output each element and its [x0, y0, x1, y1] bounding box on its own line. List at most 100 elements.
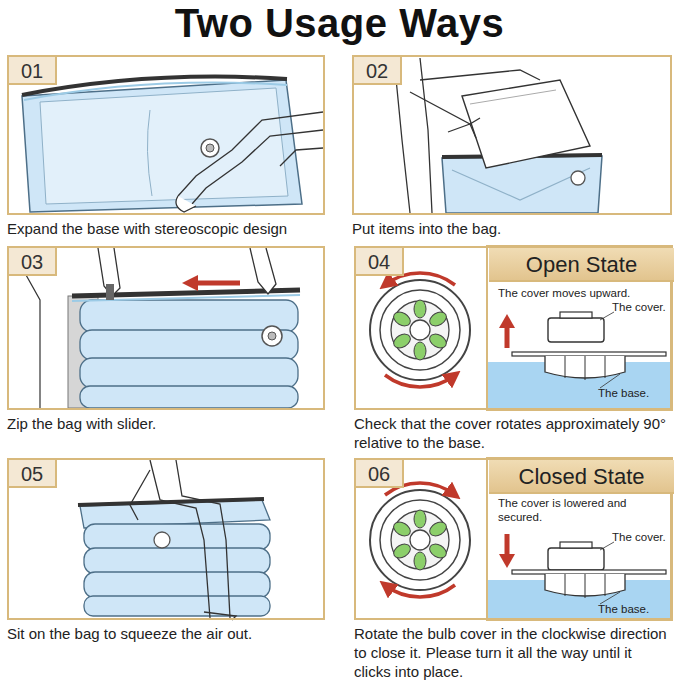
- closed-valve-top-view: [427, 519, 449, 538]
- bag-expanding-scene: [24, 83, 287, 100]
- bag-expanding-scene: [201, 139, 219, 157]
- zipping-scene: [106, 284, 114, 300]
- step-caption: Expand the base with stereoscopic design: [7, 219, 325, 238]
- state-header-band: Closed State: [489, 460, 674, 494]
- sitting-on-bag-scene: [78, 460, 270, 620]
- closed-valve-top-view: [370, 490, 470, 590]
- step-caption: Put items into the bag.: [352, 219, 672, 238]
- filling-bag-scene: [470, 90, 556, 104]
- step-number: 02: [354, 57, 402, 85]
- zipping-scene: [80, 386, 298, 408]
- zipping-scene: [182, 275, 198, 291]
- step-number: 03: [9, 248, 57, 276]
- sitting-on-bag-scene: [176, 460, 230, 618]
- open-valve-top-view: [385, 375, 455, 387]
- open-valve-top-view: [391, 301, 449, 359]
- closed-valve-side-view: [499, 554, 515, 568]
- closed-valve-top-view: [414, 510, 426, 528]
- step-panel: 05Sit on the bag to squeeze the air out.: [7, 458, 325, 620]
- filling-bag-scene: [452, 168, 590, 200]
- filling-bag-scene: [410, 92, 480, 124]
- zipping-scene: [196, 281, 240, 286]
- step-caption: Check that the cover rotates approximate…: [354, 414, 672, 452]
- state-heading: Open State: [489, 248, 674, 282]
- step-number: 05: [9, 460, 57, 488]
- sitting-on-bag-scene: [84, 572, 270, 598]
- part-label: The base.: [598, 386, 668, 400]
- zipping-scene: [262, 326, 282, 346]
- closed-valve-top-view: [380, 500, 460, 580]
- filling-bag-scene: [462, 80, 590, 168]
- bag-expanding-scene: [176, 196, 196, 212]
- filling-bag-scene: [420, 70, 540, 80]
- part-label: The cover.: [612, 300, 672, 314]
- open-valve-side-view: [505, 326, 510, 348]
- sitting-on-bag-scene: [130, 470, 150, 520]
- closed-valve-side-view: [512, 570, 666, 574]
- step-caption: Sit on the bag to squeeze the air out.: [7, 624, 325, 643]
- part-label: The cover.: [612, 530, 672, 544]
- open-valve-side-view: [600, 374, 620, 388]
- bag-expanding-scene: [206, 144, 214, 152]
- part-label: The cover moves upward.: [498, 286, 670, 300]
- closed-valve-side-view: [548, 548, 604, 570]
- sitting-on-bag-scene: [84, 548, 270, 574]
- open-valve-side-view: [600, 312, 614, 320]
- open-valve-side-view: [499, 314, 515, 328]
- closed-valve-top-view: [414, 552, 426, 570]
- step-number: 04: [356, 248, 404, 276]
- filling-bag-scene: [571, 171, 585, 185]
- open-valve-top-view: [380, 290, 460, 370]
- filling-bag-scene: [442, 156, 602, 213]
- closed-valve-side-view: [560, 542, 592, 548]
- sitting-on-bag-scene: [154, 532, 170, 548]
- open-valve-top-view: [370, 280, 470, 380]
- open-valve-side-view: [512, 352, 666, 356]
- open-valve-side-view: [548, 318, 604, 342]
- bag-expanding-scene: [280, 148, 323, 166]
- part-label: The base.: [598, 602, 668, 616]
- open-valve-top-view: [391, 331, 413, 350]
- step-panel: 03Zip the bag with slider.: [7, 246, 325, 410]
- bag-expanding-scene: [22, 77, 323, 212]
- open-valve-top-view: [410, 320, 430, 340]
- closed-valve-side-view: [505, 534, 510, 556]
- open-valve-top-view: [370, 273, 470, 387]
- open-valve-top-view: [414, 342, 426, 360]
- step-number: 06: [356, 460, 404, 488]
- bag-expanding-scene: [22, 77, 287, 95]
- closed-valve-top-view: [391, 541, 413, 560]
- open-valve-side-view: [565, 356, 605, 380]
- filling-bag-scene: [420, 58, 432, 213]
- diagram-title: Two Usage Ways: [0, 0, 679, 46]
- closed-valve-top-view: [391, 511, 449, 569]
- bag-expanding-scene: [192, 130, 323, 204]
- closed-valve-side-view: [600, 542, 614, 550]
- zipping-scene: [250, 248, 276, 294]
- open-valve-top-view: [391, 309, 413, 328]
- closed-valve-top-view: [370, 483, 470, 597]
- step-caption: Rotate the bulb cover in the clockwise d…: [354, 624, 672, 681]
- state-header-band: Open State: [489, 248, 674, 282]
- closed-valve-top-view: [410, 530, 430, 550]
- open-valve-top-view: [427, 309, 449, 328]
- sitting-on-bag-scene: [84, 524, 270, 550]
- zipping-scene: [80, 300, 298, 332]
- open-valve-top-view: [427, 331, 449, 350]
- closed-valve-top-view: [385, 585, 455, 597]
- step-caption: Zip the bag with slider.: [7, 414, 325, 433]
- closed-valve-top-view: [427, 541, 449, 560]
- bag-expanding-scene: [40, 88, 288, 204]
- sitting-on-bag-scene: [84, 596, 270, 616]
- step-panel: 01Expand the base with stereoscopic desi…: [7, 55, 325, 215]
- zipping-scene: [80, 358, 298, 388]
- bag-expanding-scene: [147, 110, 152, 196]
- step-panel: 02Put items into the bag.: [352, 55, 672, 215]
- closed-valve-side-view: [600, 592, 620, 604]
- part-label: The cover is lowered and secured.: [498, 496, 666, 524]
- state-heading: Closed State: [489, 460, 674, 494]
- zipping-scene: [268, 332, 276, 340]
